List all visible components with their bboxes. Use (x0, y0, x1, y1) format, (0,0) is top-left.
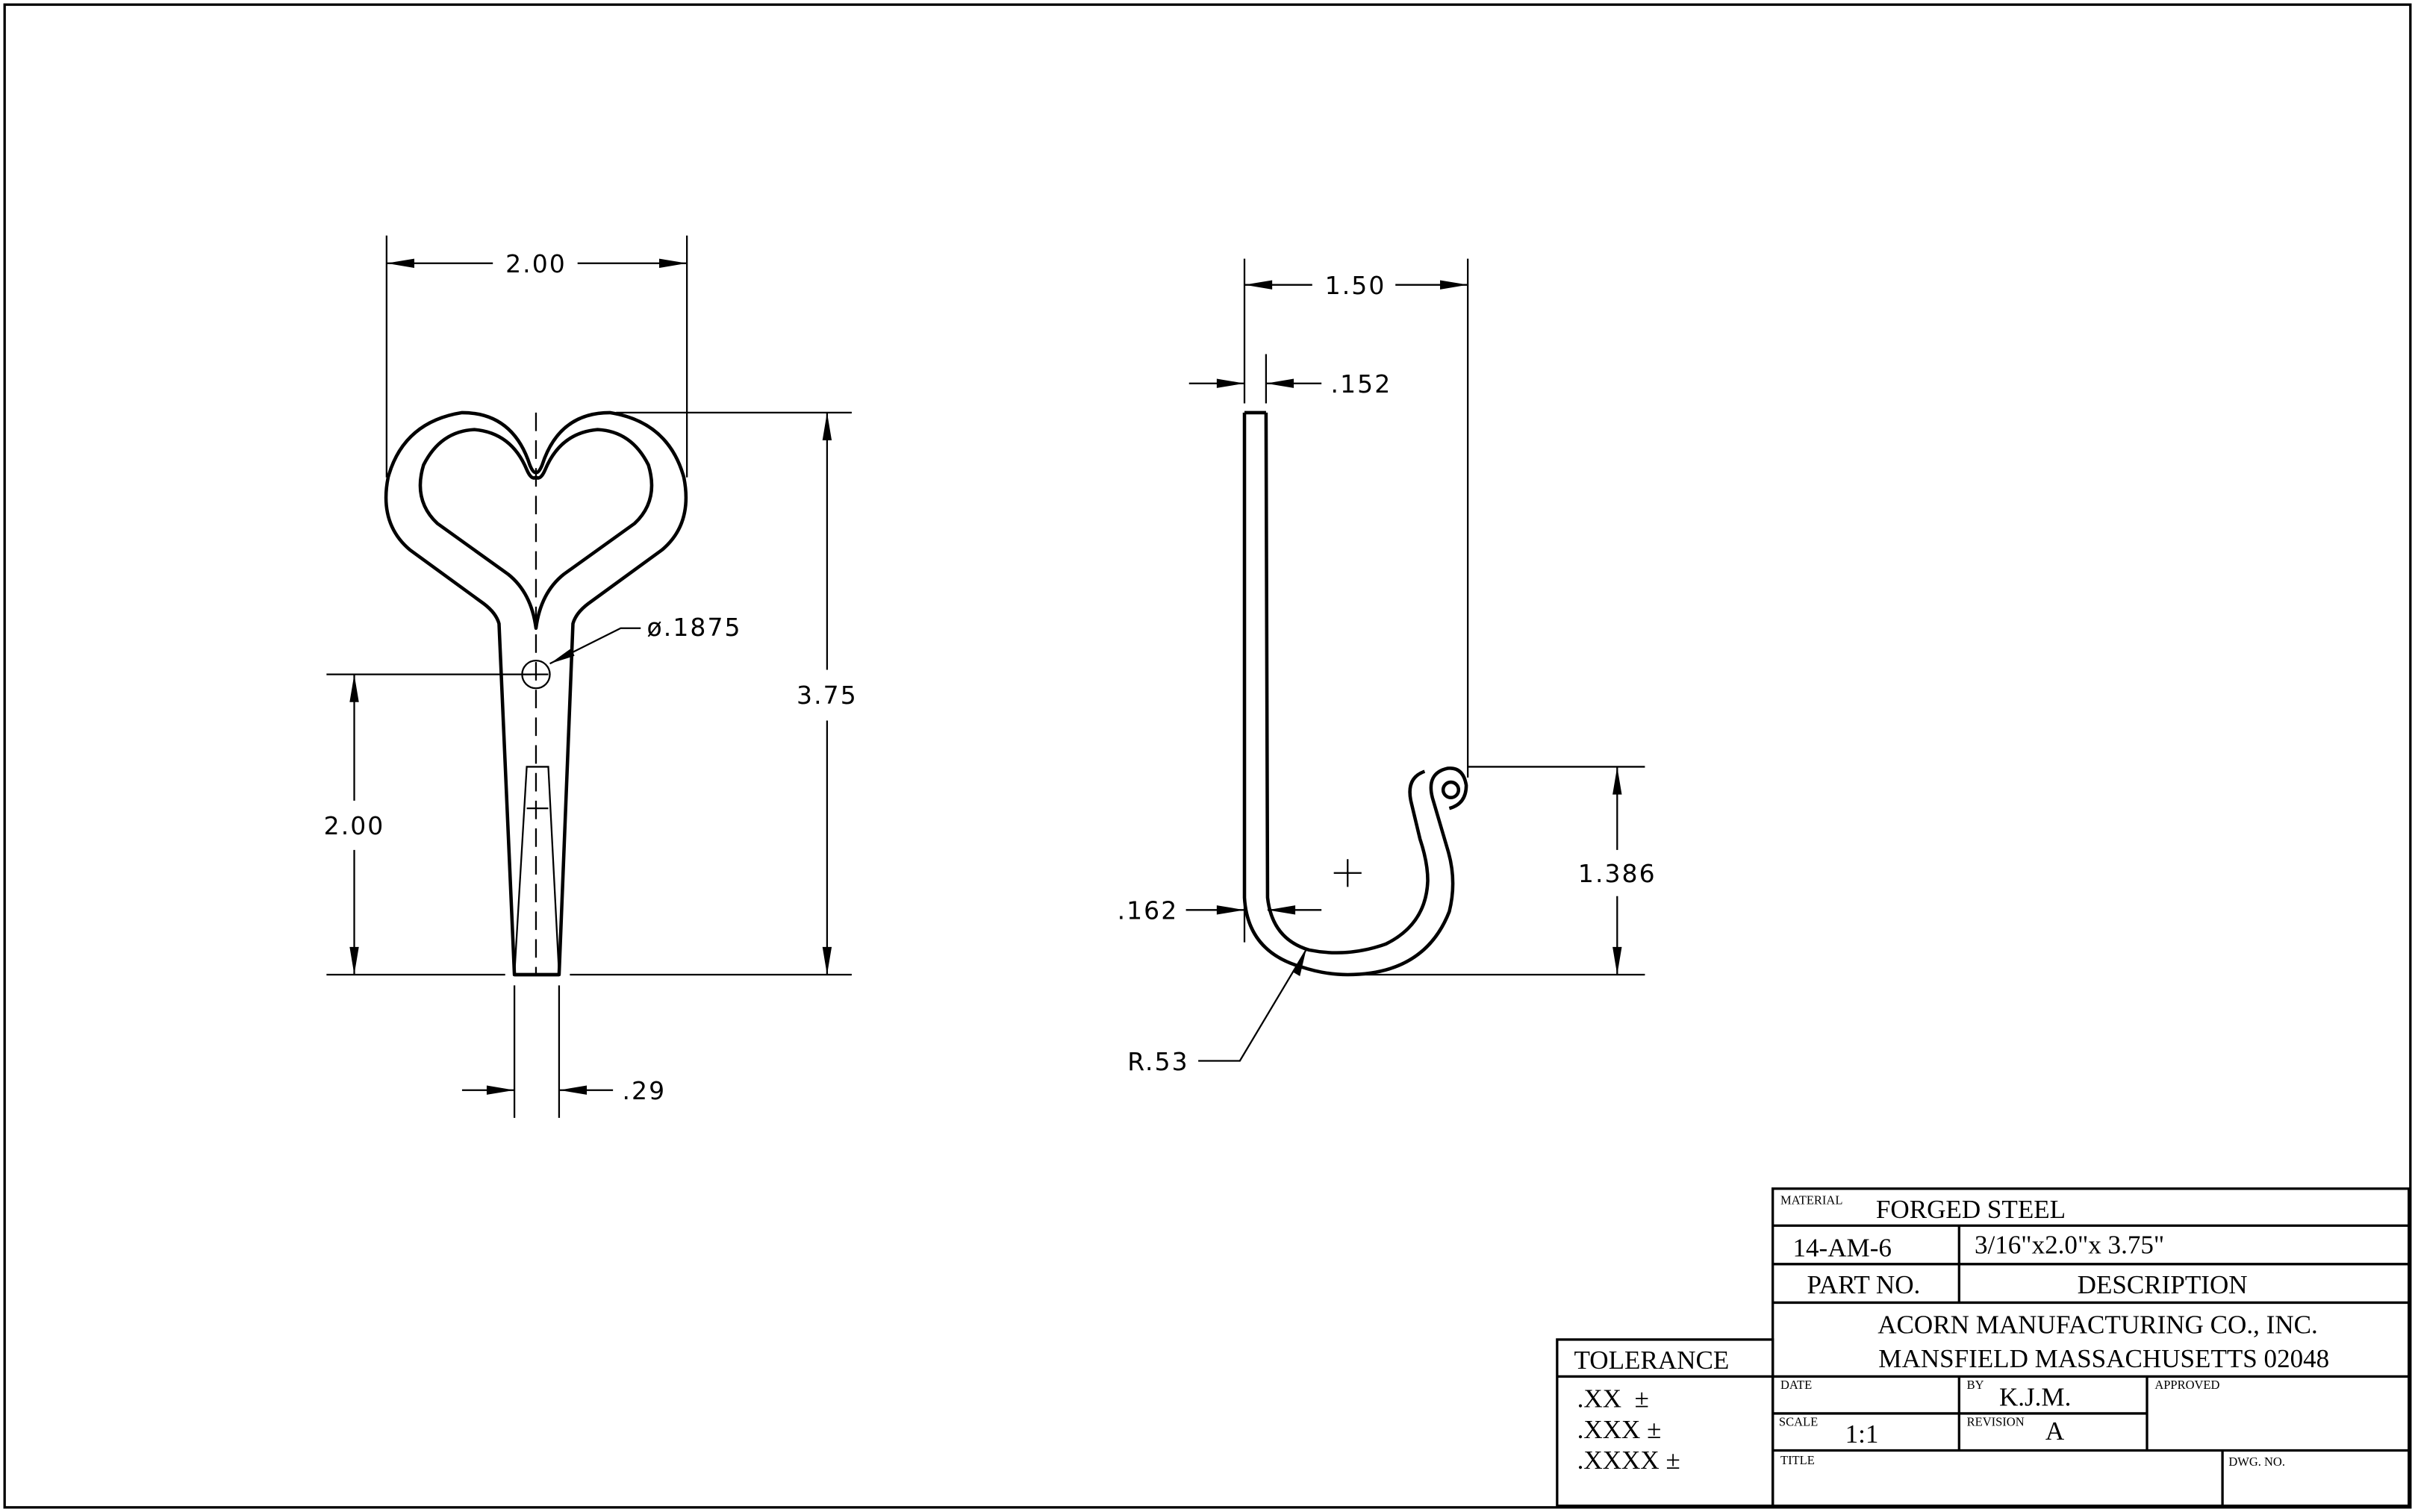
svg-text:DATE: DATE (1780, 1378, 1812, 1392)
part-number: 14-AM-6 (1792, 1234, 1891, 1263)
tolerance-header: TOLERANCE (1574, 1346, 1730, 1375)
dim-bottom-thickness: .162 (1118, 896, 1179, 925)
dim-hole-height: 2.00 (324, 811, 385, 840)
dim-hole-diameter: ø.1875 (647, 613, 742, 642)
scale-value: 1:1 (1845, 1419, 1879, 1449)
hook-inner-outline (1264, 412, 1430, 955)
svg-text:DWG. NO.: DWG. NO. (2228, 1455, 2285, 1469)
front-view: 2.00 3.75 2.00 ø.1875 .29 (324, 235, 858, 1118)
svg-text:BY: BY (1967, 1378, 1984, 1392)
tolerance-block: TOLERANCE .XX ± .XXX ± .XXXX ± (1556, 1338, 1774, 1508)
company-name: ACORN MANUFACTURING CO., INC. (1878, 1310, 2318, 1340)
material-value: FORGED STEEL (1876, 1195, 2066, 1224)
svg-text:MATERIAL: MATERIAL (1780, 1193, 1842, 1207)
dim-tip-width: .29 (623, 1076, 667, 1105)
sheet-border (3, 3, 2412, 1509)
svg-text:REVISION: REVISION (1967, 1414, 2025, 1428)
tip-taper (513, 766, 561, 975)
arc-center-mark (1333, 859, 1362, 887)
svg-text:TITLE: TITLE (1780, 1453, 1815, 1467)
revision-value: A (2045, 1416, 2065, 1446)
dim-hook-height: 1.386 (1578, 859, 1657, 888)
tolerance-row: .XX ± (1577, 1384, 1649, 1413)
dim-radius: R.53 (1127, 1047, 1189, 1076)
description-value: 3/16"x2.0"x 3.75" (1975, 1230, 2164, 1259)
svg-text:PART NO.: PART NO. (1807, 1270, 1920, 1299)
drawn-by: K.J.M. (1999, 1383, 2071, 1412)
tolerance-row: .XXX ± (1577, 1415, 1662, 1444)
tolerance-row: .XXXX ± (1577, 1446, 1680, 1475)
dim-height: 3.75 (797, 681, 858, 710)
hook-outer-outline (1242, 412, 1468, 977)
hook-eye (1441, 780, 1461, 799)
svg-text:APPROVED: APPROVED (2154, 1378, 2219, 1392)
svg-text:SCALE: SCALE (1779, 1414, 1818, 1428)
dim-top-thickness: .152 (1331, 369, 1392, 399)
svg-text:DESCRIPTION: DESCRIPTION (2078, 1270, 2248, 1299)
company-address: MANSFIELD MASSACHUSETTS 02048 (1878, 1344, 2329, 1373)
title-block: MATERIAL FORGED STEEL 14-AM-6 3/16"x2.0"… (1771, 1187, 2411, 1508)
side-view: 1.50 .152 .162 1.386 R.53 (1118, 258, 1657, 1076)
dim-reach: 1.50 (1325, 271, 1386, 300)
dim-width: 2.00 (505, 249, 567, 278)
